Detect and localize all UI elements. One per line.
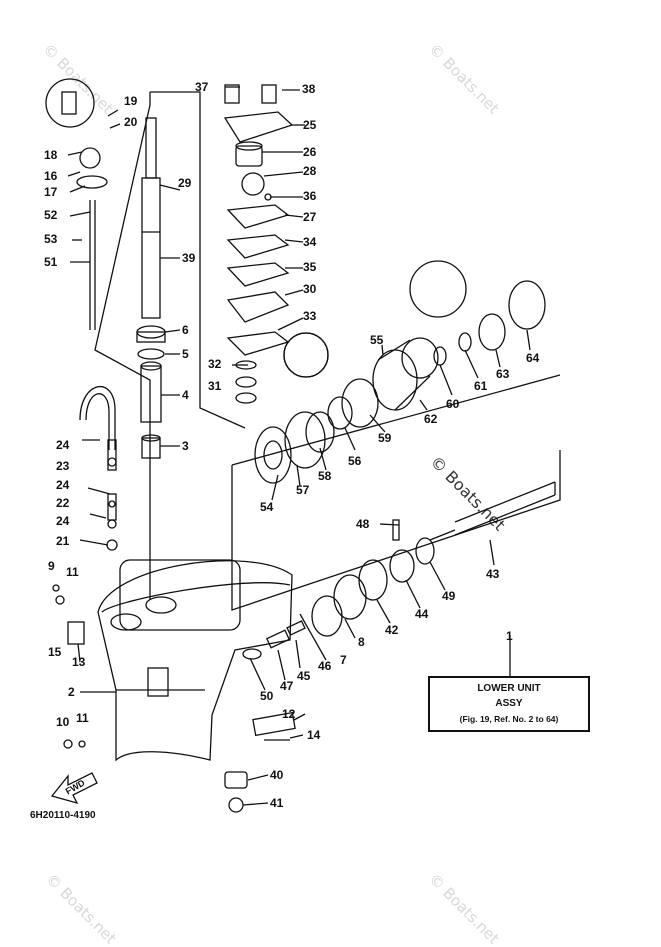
label-24c: 24 xyxy=(56,514,70,528)
label-48: 48 xyxy=(356,517,370,531)
label-34: 34 xyxy=(303,235,317,249)
label-46: 46 xyxy=(318,659,332,673)
label-38: 38 xyxy=(302,82,316,96)
label-49: 49 xyxy=(442,589,456,603)
label-5: 5 xyxy=(182,347,189,361)
label-2: 2 xyxy=(68,685,75,699)
drawing-layer xyxy=(45,78,561,813)
label-11a: 11 xyxy=(66,565,79,579)
label-17: 17 xyxy=(44,185,58,199)
label-24a: 24 xyxy=(56,438,70,452)
label-18: 18 xyxy=(44,148,58,162)
label-11b: 11 xyxy=(76,711,89,725)
label-32: 32 xyxy=(208,357,222,371)
label-52: 52 xyxy=(44,208,58,222)
label-4: 4 xyxy=(182,388,189,402)
label-61: 61 xyxy=(474,379,488,393)
label-31: 31 xyxy=(208,379,222,393)
label-43: 43 xyxy=(486,567,500,581)
exploded-parts-diagram: 1 2 3 4 5 6 7 8 9 10 11 11 12 13 14 15 1… xyxy=(44,78,561,813)
label-50: 50 xyxy=(260,689,274,703)
label-7: 7 xyxy=(340,653,347,667)
label-35: 35 xyxy=(303,260,317,274)
label-54: 54 xyxy=(260,500,274,514)
label-9: 9 xyxy=(48,559,55,573)
label-8: 8 xyxy=(358,635,365,649)
label-39: 39 xyxy=(182,251,196,265)
label-19: 19 xyxy=(124,94,138,108)
label-44: 44 xyxy=(415,607,429,621)
diagram-code: 6H20110-4190 xyxy=(30,810,96,821)
label-53: 53 xyxy=(44,232,58,246)
label-15: 15 xyxy=(48,645,62,659)
label-16: 16 xyxy=(44,169,58,183)
label-40: 40 xyxy=(270,768,284,782)
label-57: 57 xyxy=(296,483,310,497)
label-27: 27 xyxy=(303,210,317,224)
label-45: 45 xyxy=(297,669,311,683)
label-22: 22 xyxy=(56,496,70,510)
label-33: 33 xyxy=(303,309,317,323)
label-60: 60 xyxy=(446,397,460,411)
label-6: 6 xyxy=(182,323,189,337)
label-51: 51 xyxy=(44,255,58,269)
label-14: 14 xyxy=(307,728,321,742)
label-10: 10 xyxy=(56,715,70,729)
label-12: 12 xyxy=(282,707,296,721)
callout-line-1: LOWER UNIT xyxy=(477,683,541,694)
label-25: 25 xyxy=(303,118,317,132)
lower-unit-assy-callout: LOWER UNIT ASSY (Fig. 19, Ref. No. 2 to … xyxy=(428,676,590,732)
label-20: 20 xyxy=(124,115,138,129)
label-29: 29 xyxy=(178,176,192,190)
label-1: 1 xyxy=(506,629,513,643)
callout-line-2: ASSY xyxy=(495,698,523,709)
label-37: 37 xyxy=(195,80,209,94)
label-41: 41 xyxy=(270,796,284,810)
label-30: 30 xyxy=(303,282,317,296)
label-56: 56 xyxy=(348,454,362,468)
label-26: 26 xyxy=(303,145,317,159)
label-23: 23 xyxy=(56,459,70,473)
label-47: 47 xyxy=(280,679,294,693)
part-number-labels: 1 2 3 4 5 6 7 8 9 10 11 11 12 13 14 15 1… xyxy=(44,80,540,810)
label-55: 55 xyxy=(370,333,384,347)
label-42: 42 xyxy=(385,623,399,637)
label-64: 64 xyxy=(526,351,540,365)
label-62: 62 xyxy=(424,412,438,426)
label-36: 36 xyxy=(303,189,317,203)
label-21: 21 xyxy=(56,534,70,548)
label-13: 13 xyxy=(72,655,86,669)
callout-line-3: (Fig. 19, Ref. No. 2 to 64) xyxy=(459,714,559,724)
label-58: 58 xyxy=(318,469,332,483)
label-28: 28 xyxy=(303,164,317,178)
label-3: 3 xyxy=(182,439,189,453)
label-59: 59 xyxy=(378,431,392,445)
label-24b: 24 xyxy=(56,478,70,492)
label-63: 63 xyxy=(496,367,510,381)
